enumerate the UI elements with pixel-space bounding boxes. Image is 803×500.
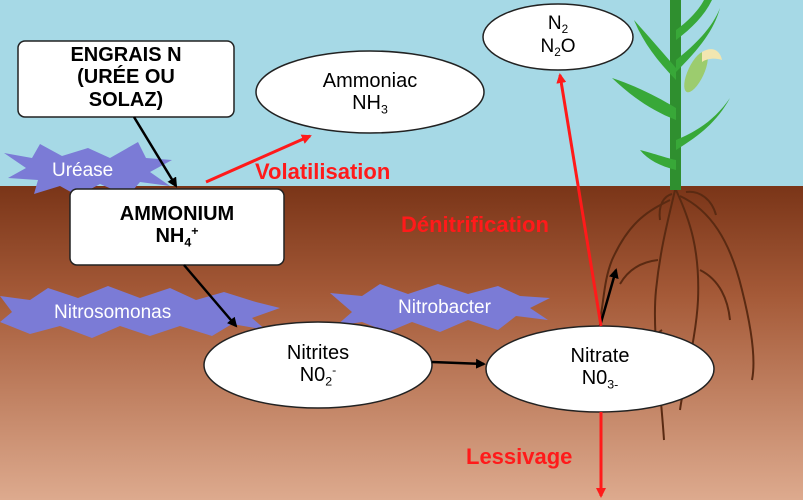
nitrosomonas-label: Nitrosomonas [54,302,172,323]
ammonium-label: AMMONIUM NH4+ [70,203,284,251]
arrow-volatilisation [205,134,312,184]
nitrites-formula: N02- [299,363,337,389]
volatilisation-label: Volatilisation [255,159,391,184]
n2o-formula: N2O [540,36,576,60]
ammonium-formula: NH4+ [155,224,199,250]
arrow-denitrification [556,73,603,327]
n2-ellipse [482,3,634,71]
nitrate-formula: N03- [581,367,619,392]
nitrobacter-label: Nitrobacter [398,297,491,318]
nitrobacter-burst [330,284,550,332]
arrow-nitrites-to-nitrate [431,358,486,369]
engrais-line1: ENGRAIS N [70,44,182,66]
nitrosomonas-burst [0,286,280,338]
engrais-box [17,40,235,118]
ammoniac-label: Ammoniac NH3 [256,70,484,118]
nitrate-label: Nitrate N03- [486,345,714,393]
arrow-ammonium-to-nitrites [183,264,238,328]
nitrites-name: Nitrites [286,342,350,364]
lessivage-label: Lessivage [466,444,573,469]
engrais-line3: SOLAZ) [88,88,164,111]
ammoniac-name: Ammoniac [322,70,418,92]
denitrification-label: Dénitrification [401,212,549,237]
nitrites-ellipse [203,321,433,409]
ammoniac-formula: NH3 [352,92,388,117]
urease-burst [4,142,172,196]
maize-plant-icon [612,0,730,190]
arrow-engrais-to-ammonium [132,116,178,188]
ammonium-name: AMMONIUM [119,203,235,225]
urease-label: Uréase [52,160,114,181]
arrow-nitrate-to-roots [598,268,619,327]
engrais-line2: (URÉE OU [77,66,175,89]
n2-label: N2 N2O [483,13,633,60]
n2-formula: N2 [547,13,569,37]
nitrites-label: Nitrites N02- [204,342,432,390]
ammonium-box [69,188,285,266]
ammoniac-ellipse [255,50,485,134]
nitrate-name: Nitrate [570,345,630,367]
engrais-label: ENGRAIS N (URÉE OU SOLAZ) [18,44,234,111]
